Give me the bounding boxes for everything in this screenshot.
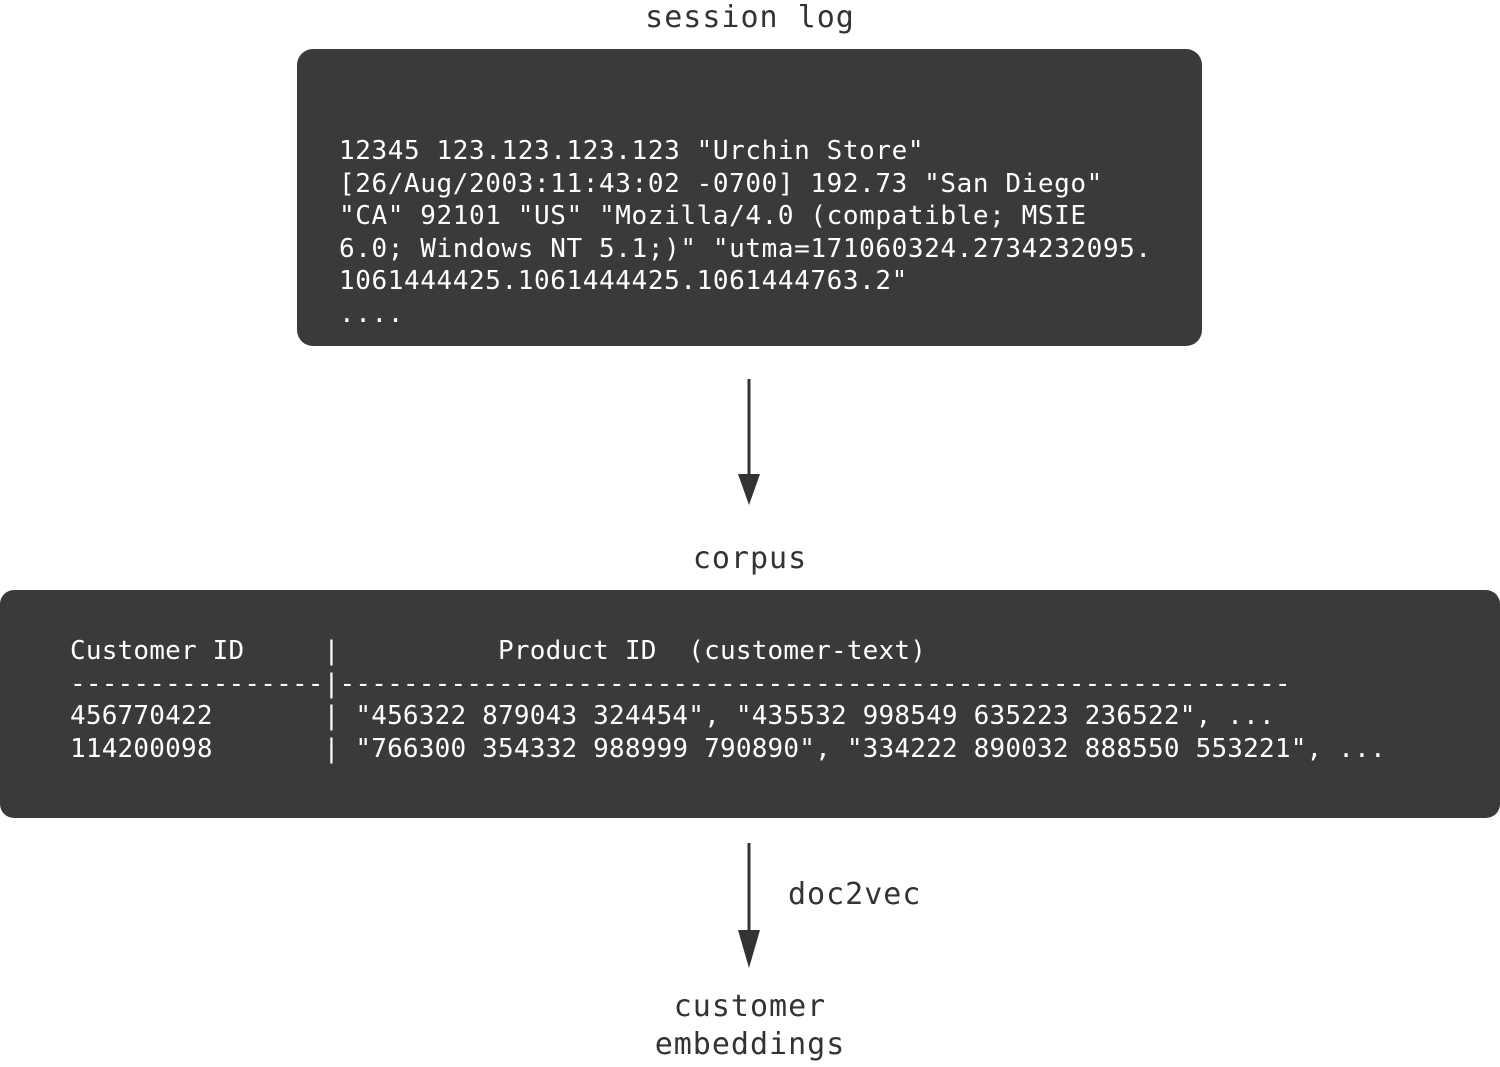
session-log-title: session log bbox=[645, 0, 855, 35]
customer-embeddings-title: customer embeddings bbox=[654, 989, 846, 1062]
arrow-session-to-corpus bbox=[738, 379, 760, 505]
corpus-title: corpus bbox=[692, 541, 808, 576]
session-log-box: 12345 123.123.123.123 "Urchin Store" [26… bbox=[297, 49, 1202, 346]
arrow-corpus-to-embeddings bbox=[738, 843, 760, 968]
doc2vec-edge-label: doc2vec bbox=[788, 877, 922, 912]
corpus-text: Customer ID | Product ID (customer-text)… bbox=[70, 636, 1386, 764]
session-log-text: 12345 123.123.123.123 "Urchin Store" [26… bbox=[339, 136, 1152, 329]
corpus-box bbox=[0, 590, 1500, 818]
